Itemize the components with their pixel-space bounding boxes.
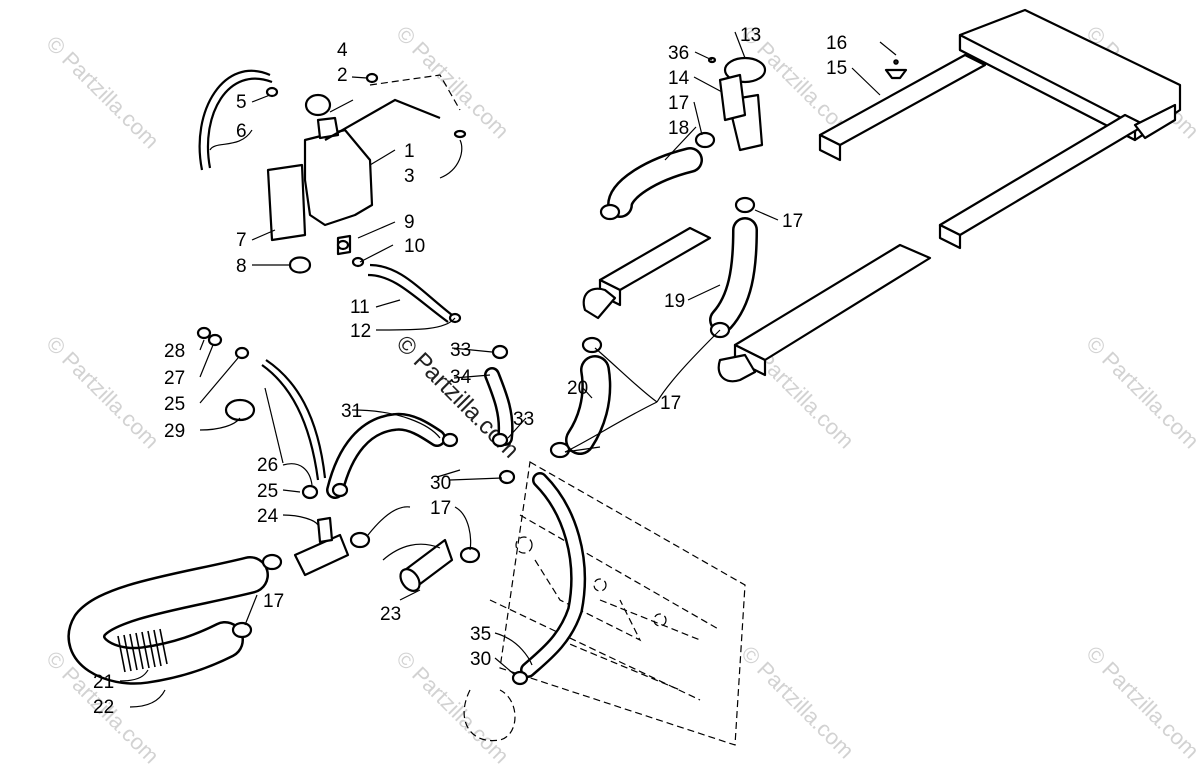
callout-6: 6 <box>236 121 247 142</box>
callouts: 1 2 3 4 5 6 7 8 9 10 11 12 13 14 15 16 1… <box>93 25 847 718</box>
watermark: © Partzilla.com <box>41 31 164 154</box>
hose-11 <box>369 263 453 316</box>
callout-26: 26 <box>257 455 278 476</box>
coolant-reservoir <box>303 74 461 256</box>
callout-30: 30 <box>470 649 491 670</box>
watermark: © Partzilla.com <box>736 641 859 764</box>
callout-20: 20 <box>567 378 588 399</box>
hose-26 <box>261 364 320 481</box>
callout-23: 23 <box>380 604 401 625</box>
callout-17: 17 <box>263 591 284 612</box>
clamp-parts <box>196 56 756 686</box>
callout-24: 24 <box>257 506 279 527</box>
callout-2: 2 <box>337 65 348 86</box>
callout-34: 34 <box>450 367 472 388</box>
lower-heat-exchanger <box>717 243 932 383</box>
hose-sleeve <box>117 628 168 673</box>
callout-4: 4 <box>337 40 348 61</box>
watermark: © Partzilla.com <box>1081 641 1200 764</box>
callout-17: 17 <box>430 498 451 519</box>
callout-11: 11 <box>350 297 370 318</box>
watermark: © Partzilla.com <box>41 331 164 454</box>
callout-33: 33 <box>450 340 471 361</box>
chassis-tunnel <box>463 461 746 746</box>
leader-lines <box>119 31 897 708</box>
callout-16: 16 <box>826 33 847 54</box>
callout-13: 13 <box>740 25 761 46</box>
callout-7: 7 <box>236 230 247 251</box>
watermark: © Partzilla.com <box>391 21 514 144</box>
callout-29: 29 <box>164 421 185 442</box>
callout-17: 17 <box>668 93 689 114</box>
connector-tube-23 <box>399 538 454 592</box>
callout-27: 27 <box>164 368 185 389</box>
watermark: © Partzilla.com <box>1081 331 1200 454</box>
callout-19: 19 <box>664 291 685 312</box>
callout-22: 22 <box>93 697 114 718</box>
callout-12: 12 <box>350 321 371 342</box>
callout-31: 31 <box>341 401 362 422</box>
callout-10: 10 <box>404 236 425 257</box>
callout-25: 25 <box>257 481 278 502</box>
callout-8: 8 <box>236 256 247 277</box>
callout-3: 3 <box>404 166 415 187</box>
callout-15: 15 <box>826 58 847 79</box>
callout-25: 25 <box>164 394 185 415</box>
callout-18: 18 <box>668 118 689 139</box>
watermark: © Partzilla.com <box>391 646 514 769</box>
upper-small-exchanger <box>582 226 712 320</box>
overflow-hose <box>198 69 271 171</box>
callout-36: 36 <box>668 43 689 64</box>
callout-33: 33 <box>513 409 534 430</box>
callout-5: 5 <box>236 92 247 113</box>
heat-exchanger-15 <box>818 8 1182 250</box>
decal <box>266 163 307 242</box>
callout-9: 9 <box>404 212 415 233</box>
callout-14: 14 <box>668 68 690 89</box>
callout-21: 21 <box>93 672 114 693</box>
filler-neck <box>718 56 767 152</box>
callout-35: 35 <box>470 624 491 645</box>
callout-28: 28 <box>164 341 185 362</box>
clamp-8 <box>288 256 312 274</box>
callout-17: 17 <box>660 393 681 414</box>
tee-fitting <box>293 516 350 577</box>
callout-30: 30 <box>430 473 451 494</box>
callout-1: 1 <box>404 141 415 162</box>
callout-17: 17 <box>782 211 803 232</box>
